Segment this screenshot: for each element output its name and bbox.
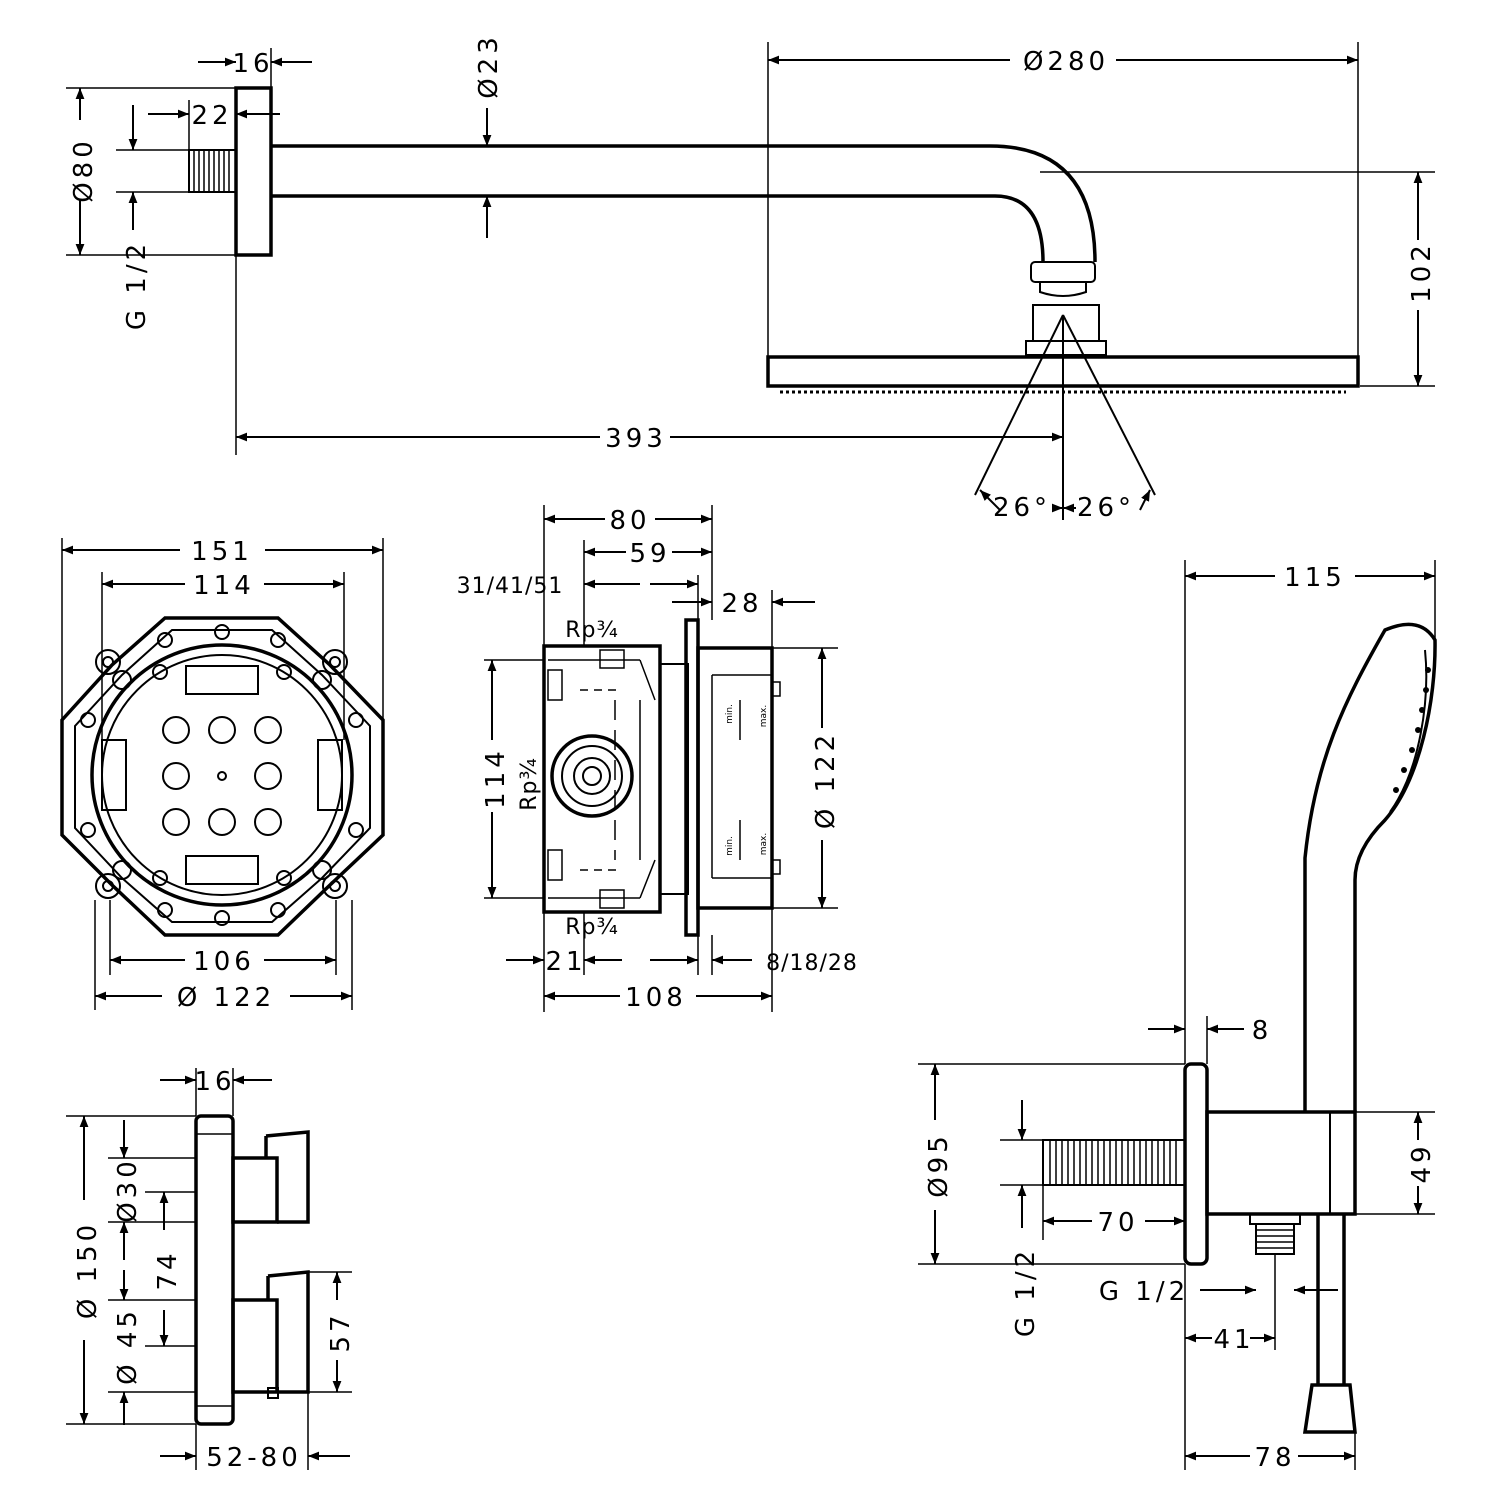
dim-inlet-depth: 21 <box>545 947 586 977</box>
spray-angle-right: 26° <box>1077 493 1135 523</box>
dim-arm-diameter: Ø23 <box>474 33 504 99</box>
min-label-bottom: min. <box>725 836 735 856</box>
dim-drop-height: 102 <box>1407 241 1437 303</box>
max-label-bottom: max. <box>759 833 769 855</box>
max-label-top: max. <box>759 705 769 727</box>
dim-plate-diameter: Ø 150 <box>73 1221 103 1319</box>
dim-head-diameter: Ø280 <box>1023 47 1109 77</box>
dim-holder-height: 49 <box>1407 1142 1437 1183</box>
mounting-box-front-view: 151 114 106 Ø 122 <box>60 537 385 1013</box>
dim-adjust-range: 31/41/51 <box>457 574 564 599</box>
mounting-box-side-view: min. max. min. max. <box>457 505 858 1013</box>
dim-plate-thickness: 16 <box>194 1067 235 1097</box>
thread-label-horizontal: G 1/2 <box>1099 1277 1189 1307</box>
dim-handle-depth: 57 <box>326 1311 356 1352</box>
dim-box-height: 114 <box>481 747 511 809</box>
dim-box-inner: 106 <box>193 947 255 977</box>
dim-projection-range: 52-80 <box>206 1443 302 1473</box>
dim-box-depth: 80 <box>609 506 650 536</box>
dim-stub-length: 22 <box>191 101 232 131</box>
port-label-top: Rp¾ <box>565 618 619 643</box>
shower-arm <box>271 144 1097 263</box>
hose-nut <box>1302 1383 1357 1434</box>
dim-total-depth: 108 <box>625 983 687 1013</box>
wall-outlet-holder <box>1205 1110 1357 1216</box>
box-cover <box>696 646 774 910</box>
outlet-rosette <box>1183 1062 1209 1266</box>
hand-shower <box>1303 622 1437 1112</box>
thread-label: G 1/2 <box>122 240 152 330</box>
dim-flange-diameter: Ø80 <box>69 137 99 203</box>
dim-outlet-offset: 41 <box>1213 1325 1254 1355</box>
dim-inlet-offset: 59 <box>629 539 670 569</box>
dim-flange-thickness: 16 <box>232 49 273 79</box>
port-label-bottom: Rp¾ <box>565 915 619 940</box>
temp-handle <box>231 1298 279 1394</box>
dim-box-ring: Ø 122 <box>177 983 275 1013</box>
shower-arm-view: 16 22 Ø23 Ø280 Ø80 G 1/2 102 393 <box>66 33 1437 523</box>
thermostat-valve-view: 16 Ø 150 Ø30 74 Ø 45 57 52-80 <box>66 1067 356 1473</box>
dim-rosette-diameter: Ø95 <box>924 1132 954 1198</box>
min-label-top: min. <box>725 704 735 724</box>
outlet-thread <box>1042 1139 1186 1186</box>
dim-upper-handle: Ø30 <box>113 1157 143 1223</box>
thread-label-vertical: G 1/2 <box>1011 1247 1041 1337</box>
box-inner-ring <box>90 643 354 907</box>
flow-handle <box>231 1156 279 1224</box>
dim-cover-diameter: Ø 122 <box>811 731 841 829</box>
dim-rosette-thickness: 8 <box>1252 1016 1273 1046</box>
dim-handle-spacing: 74 <box>153 1249 183 1290</box>
dim-cover-depth: 28 <box>721 589 762 619</box>
hand-shower-view: 115 8 Ø95 49 70 G 1/2 G 1/2 41 78 <box>918 560 1437 1473</box>
dim-holder-depth: 78 <box>1254 1443 1295 1473</box>
dim-tile-range: 8/18/28 <box>766 951 858 976</box>
port-label-middle: Rp¾ <box>517 757 542 811</box>
dim-projection: 393 <box>605 424 667 454</box>
box-inlet-ring <box>550 734 634 818</box>
dim-lower-handle: Ø 45 <box>113 1307 143 1385</box>
dim-shower-reach: 115 <box>1284 563 1346 593</box>
dim-box-mount-spacing: 114 <box>193 571 255 601</box>
dim-thread-length: 70 <box>1097 1208 1138 1238</box>
trim-plate <box>194 1114 235 1426</box>
ball-joint <box>1030 261 1096 283</box>
spray-angle-left: 26° <box>993 493 1051 523</box>
dim-box-width: 151 <box>191 537 253 567</box>
